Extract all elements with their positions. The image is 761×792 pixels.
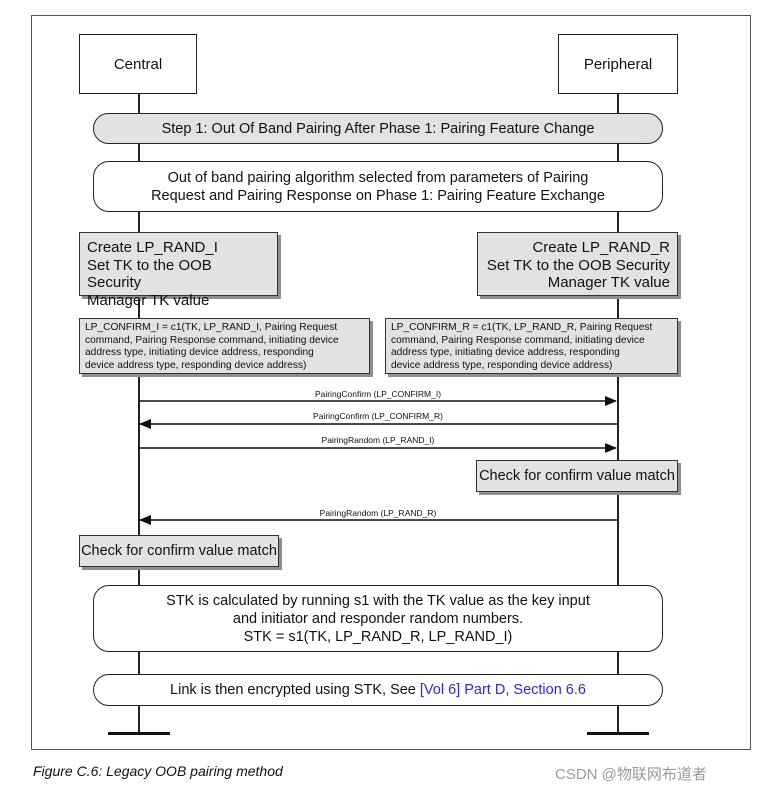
central-create-line3: Manager TK value (87, 291, 210, 309)
stk-line3: STK = s1(TK, LP_RAND_R, LP_RAND_I) (243, 628, 513, 645)
message-label-random-r: PairingRandom (LP_RAND_R) (319, 508, 437, 518)
central-lifeline-end (108, 732, 170, 735)
central-confirm-line1: LP_CONFIRM_I = c1(TK, LP_RAND_I, Pairing… (85, 322, 338, 333)
encryption-text: Link is then encrypted using STK, See (170, 682, 420, 698)
step1-banner: Step 1: Out Of Band Pairing After Phase … (93, 113, 663, 144)
central-actor-label: Central (113, 55, 163, 73)
central-confirm-line2: command, Pairing Response command, initi… (85, 334, 339, 346)
stk-note: STK is calculated by running s1 with the… (93, 585, 663, 652)
stk-line2: and initiator and responder random numbe… (232, 610, 524, 627)
message-label-confirm-i: PairingConfirm (LP_CONFIRM_I) (314, 389, 442, 399)
peripheral-actor-label: Peripheral (583, 55, 653, 73)
central-confirm-line4: device address type, responding device a… (85, 359, 307, 371)
central-actor: Central (79, 34, 197, 94)
peripheral-create-line2: Set TK to the OOB Security (486, 256, 670, 274)
central-confirm-line3: address type, initiating device address,… (85, 347, 314, 359)
peripheral-create-line3: Manager TK value (547, 274, 670, 291)
peripheral-actor: Peripheral (558, 34, 678, 94)
peripheral-lifeline (617, 93, 619, 733)
vol6-section-link[interactable]: [Vol 6] Part D, Section 6.6 (419, 682, 586, 698)
message-label-random-i: PairingRandom (LP_RAND_I) (321, 435, 435, 445)
central-create-line1: Create LP_RAND_I (87, 239, 218, 256)
central-create-box: Create LP_RAND_I Set TK to the OOB Secur… (79, 232, 278, 309)
central-lifeline (138, 93, 140, 733)
peripheral-lifeline-end (587, 732, 649, 735)
csdn-watermark: CSDN @物联网布道者 (555, 766, 707, 783)
figure-caption: Figure C.6: Legacy OOB pairing method (33, 763, 283, 779)
peripheral-create-box: Create LP_RAND_R Set TK to the OOB Secur… (477, 232, 678, 296)
figure-frame (31, 15, 751, 750)
oob-selection-line2: Request and Pairing Response on Phase 1:… (151, 187, 605, 204)
message-label-confirm-r: PairingConfirm (LP_CONFIRM_R) (313, 411, 443, 421)
peripheral-confirm-line1: LP_CONFIRM_R = c1(TK, LP_RAND_R, Pairing… (391, 322, 653, 333)
central-confirm-box: LP_CONFIRM_I = c1(TK, LP_RAND_I, Pairing… (79, 318, 370, 374)
central-check-box: Check for confirm value match (79, 535, 279, 567)
oob-selection-note: Out of band pairing algorithm selected f… (93, 161, 663, 212)
encryption-note: Link is then encrypted using STK, See [V… (93, 674, 663, 706)
peripheral-confirm-line4: device address type, responding device a… (391, 359, 613, 371)
oob-selection-line1: Out of band pairing algorithm selected f… (167, 169, 589, 186)
peripheral-check-text: Check for confirm value match (479, 468, 675, 484)
peripheral-check-box: Check for confirm value match (476, 460, 678, 492)
stk-line1: STK is calculated by running s1 with the… (166, 592, 590, 609)
peripheral-create-line1: Create LP_RAND_R (532, 239, 670, 256)
peripheral-confirm-box: LP_CONFIRM_R = c1(TK, LP_RAND_R, Pairing… (385, 318, 678, 374)
peripheral-confirm-line3: address type, initiating device address,… (391, 347, 620, 359)
peripheral-confirm-line2: command, Pairing Response command, initi… (391, 334, 645, 346)
central-create-line2: Set TK to the OOB Security (87, 256, 212, 292)
step1-text: Step 1: Out Of Band Pairing After Phase … (161, 120, 595, 137)
central-check-text: Check for confirm value match (81, 543, 277, 559)
